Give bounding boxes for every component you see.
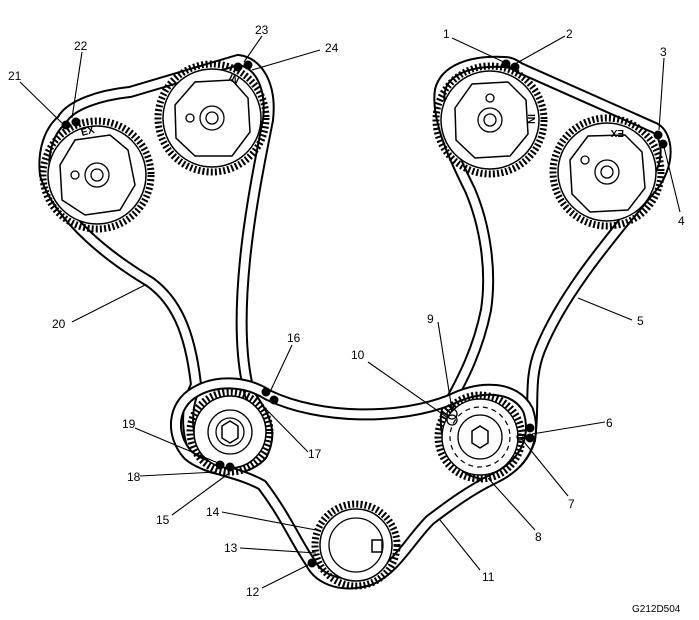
callout-22: 22 xyxy=(74,39,88,53)
right-intermediate-sprocket xyxy=(434,391,526,483)
callout-11: 11 xyxy=(482,570,495,584)
callout-7: 7 xyxy=(568,497,575,511)
right-intake-mark: IN xyxy=(525,114,536,124)
callout-17: 17 xyxy=(308,447,322,461)
primary-timing-chain xyxy=(170,377,537,590)
callout-10: 10 xyxy=(351,348,365,362)
left-exhaust-mark: EX xyxy=(80,125,96,139)
callout-2: 2 xyxy=(566,27,573,41)
callout-23: 23 xyxy=(255,23,269,37)
callout-labels: 1 2 3 4 5 6 7 8 9 10 11 12 13 14 15 16 1… xyxy=(8,23,685,599)
callout-5: 5 xyxy=(637,314,644,328)
callout-4: 4 xyxy=(678,214,685,228)
callout-14: 14 xyxy=(206,505,220,519)
left-intermediate-sprocket xyxy=(186,388,274,476)
left-intake-mark: IN xyxy=(227,73,241,87)
right-intake-camshaft-sprocket: IN xyxy=(432,62,548,178)
callout-3: 3 xyxy=(660,45,667,59)
leader-lines xyxy=(19,35,681,589)
callout-16: 16 xyxy=(287,331,301,345)
callout-24: 24 xyxy=(325,41,339,55)
callout-9: 9 xyxy=(427,312,434,326)
right-exhaust-camshaft-sprocket: EX xyxy=(549,114,665,230)
callout-13: 13 xyxy=(224,541,238,555)
callout-19: 19 xyxy=(122,417,136,431)
callout-21: 21 xyxy=(8,69,22,83)
crankshaft-sprocket xyxy=(311,500,401,590)
callout-15: 15 xyxy=(156,513,170,527)
left-intake-camshaft-sprocket: IN xyxy=(154,60,270,176)
right-exhaust-mark: EX xyxy=(610,127,624,138)
left-exhaust-camshaft-sprocket: EX xyxy=(39,117,155,233)
figure-reference-code: G212D504 xyxy=(632,604,681,615)
callout-1: 1 xyxy=(443,27,450,41)
callout-8: 8 xyxy=(535,530,542,544)
callout-12: 12 xyxy=(246,585,260,599)
callout-6: 6 xyxy=(606,416,613,430)
left-timing-chain xyxy=(38,54,275,476)
callout-20: 20 xyxy=(52,317,66,331)
callout-18: 18 xyxy=(127,470,141,484)
chain-marks xyxy=(61,59,668,568)
